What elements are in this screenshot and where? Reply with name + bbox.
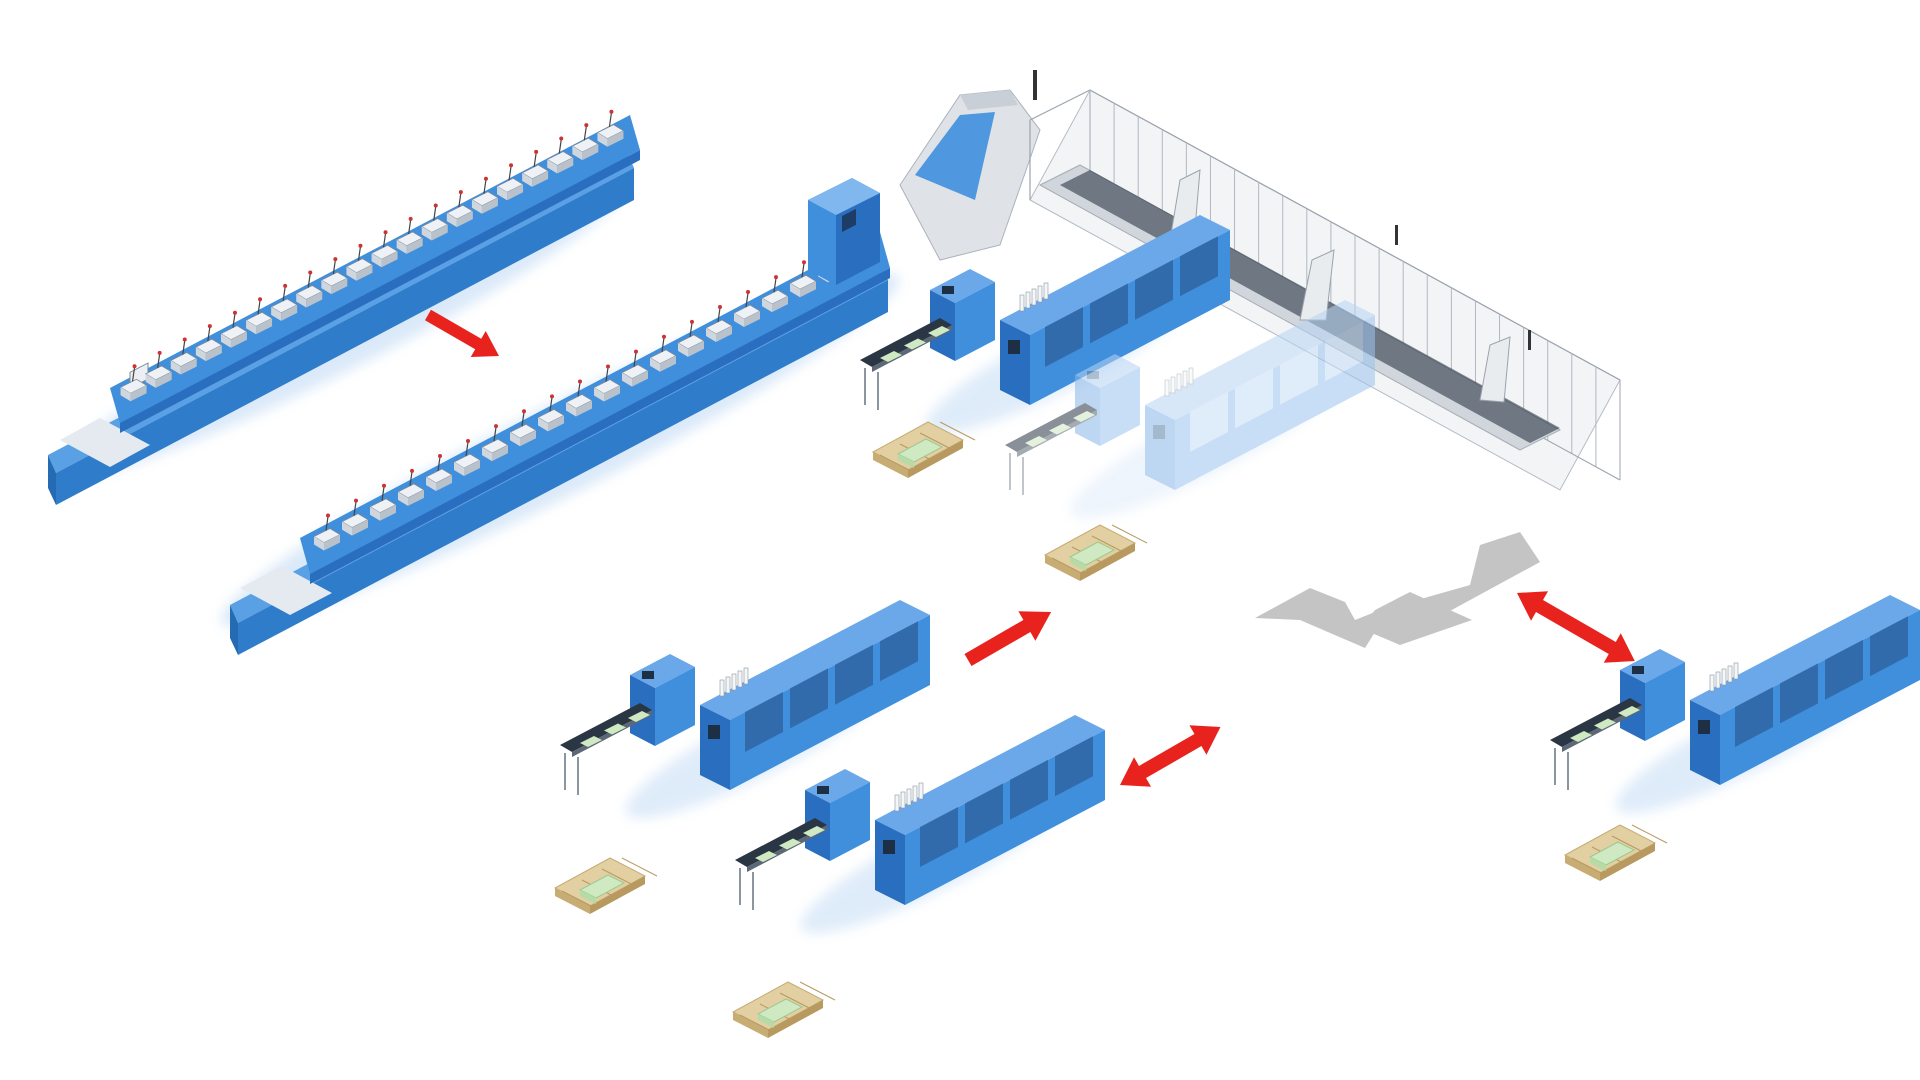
gathering-station xyxy=(345,243,374,281)
gathering-station xyxy=(119,364,148,402)
station-row-old xyxy=(119,109,625,402)
gathering-station xyxy=(220,310,248,348)
arrow-swap-left xyxy=(1120,725,1221,787)
gathering-station xyxy=(245,297,273,335)
gathering-station xyxy=(481,424,509,462)
pallet xyxy=(553,857,658,914)
gathering-station xyxy=(471,176,499,214)
gathering-station xyxy=(521,149,549,187)
gathering-station xyxy=(537,394,565,432)
gathering-station xyxy=(621,349,649,387)
gathering-station xyxy=(195,324,223,362)
gathering-station xyxy=(677,319,705,357)
gathering-station xyxy=(397,468,425,506)
gathering-station xyxy=(446,190,474,228)
gathering-line-new xyxy=(220,178,900,655)
binding-machines xyxy=(560,215,1920,934)
arrow-binder-move-in xyxy=(964,611,1052,667)
gathering-station xyxy=(369,483,397,521)
gathering-station xyxy=(144,350,173,388)
gathering-station xyxy=(420,203,449,241)
binder-bottom-left-2 xyxy=(735,715,1105,934)
pallet xyxy=(1563,824,1668,881)
pallet xyxy=(1043,524,1148,581)
gathering-station xyxy=(425,453,453,491)
pallet xyxy=(731,981,836,1038)
binder-top xyxy=(860,215,1230,434)
gathering-station xyxy=(571,123,600,161)
gathering-station xyxy=(320,257,349,295)
gathering-station xyxy=(733,290,761,328)
gathering-station xyxy=(341,498,369,536)
arrows xyxy=(425,309,1635,787)
floor-footprint xyxy=(1255,532,1540,648)
arrow-gatherer-replace xyxy=(425,309,500,357)
gathering-station xyxy=(546,136,575,174)
gathering-station xyxy=(370,230,399,268)
gathering-station xyxy=(295,270,324,308)
gathering-station xyxy=(565,379,593,417)
gathering-station xyxy=(395,216,424,254)
gathering-station xyxy=(789,260,817,298)
gathering-station xyxy=(453,439,481,477)
gathering-station xyxy=(313,513,341,551)
gathering-station xyxy=(761,275,789,313)
gathering-station xyxy=(596,109,625,147)
pallets xyxy=(553,421,1668,1038)
binder-ghost xyxy=(1005,300,1375,519)
gathering-station xyxy=(496,163,524,201)
gathering-station xyxy=(593,364,621,402)
gathering-station xyxy=(705,304,733,342)
gathering-line-old xyxy=(48,109,640,505)
gathering-station xyxy=(649,334,677,372)
gathering-station xyxy=(509,409,537,447)
binder-bottom-left-1 xyxy=(560,600,930,819)
gathering-station xyxy=(270,283,298,321)
pallet xyxy=(871,421,976,478)
gathering-station xyxy=(169,337,198,375)
binder-right xyxy=(1550,595,1920,814)
arrow-swap-right xyxy=(1517,591,1635,663)
